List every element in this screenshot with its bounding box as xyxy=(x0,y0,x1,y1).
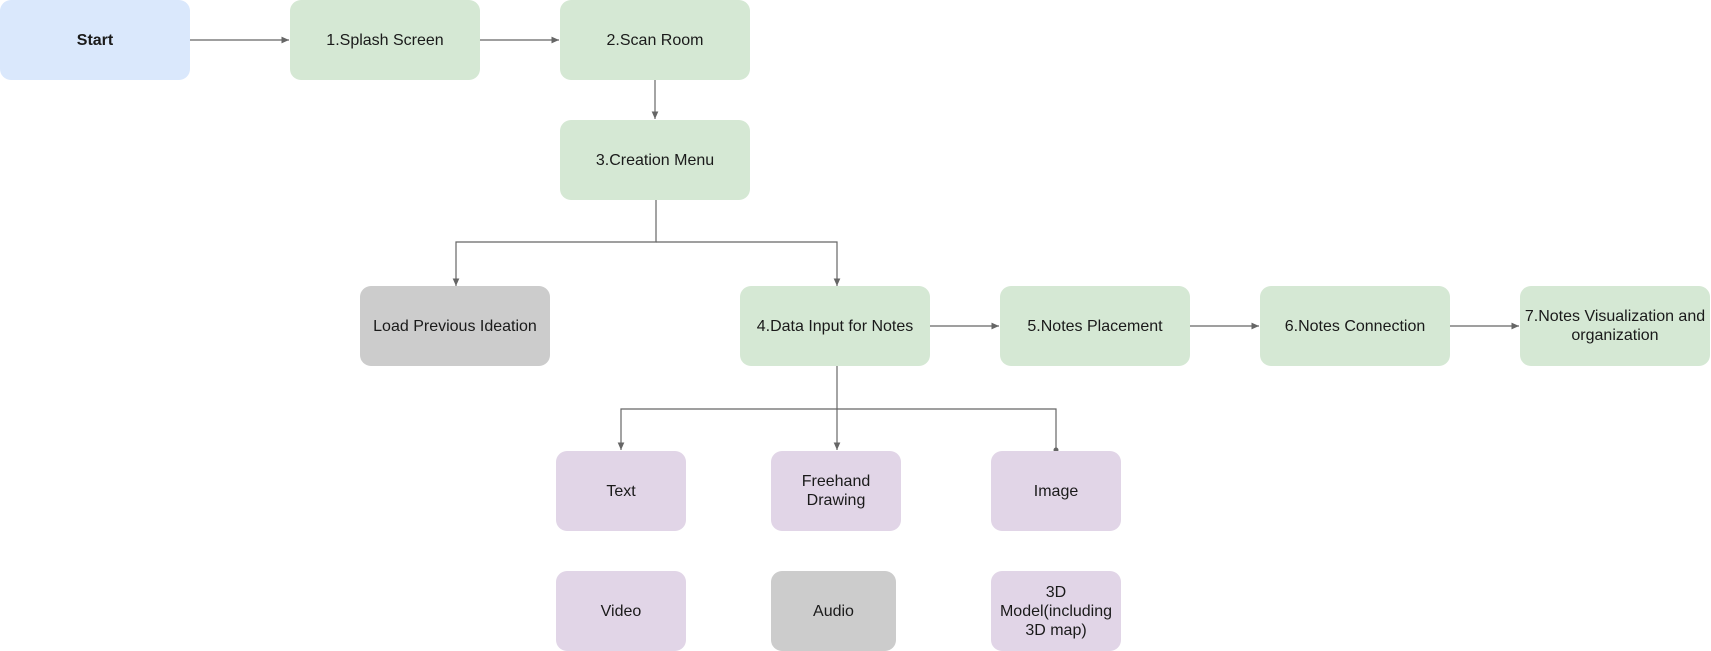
image-media-node[interactable]: Image xyxy=(991,451,1121,531)
start-node[interactable]: Start xyxy=(0,0,190,80)
connector-data-input-to-image xyxy=(837,408,1057,450)
creation-menu-node[interactable]: 3.Creation Menu xyxy=(560,120,750,200)
video-media-node[interactable]: Video xyxy=(556,571,686,651)
3d-model-media-node[interactable]: 3D Model(including 3D map) xyxy=(991,571,1121,651)
scan-room-node[interactable]: 2.Scan Room xyxy=(560,0,750,80)
text-media-node[interactable]: Text xyxy=(556,451,686,531)
data-input-node[interactable]: 4.Data Input for Notes xyxy=(740,286,930,366)
audio-media-node[interactable]: Audio xyxy=(771,571,896,651)
arrow-data-input-to-text xyxy=(617,408,837,450)
notes-connection-node[interactable]: 6.Notes Connection xyxy=(1260,286,1450,366)
notes-placement-node[interactable]: 5.Notes Placement xyxy=(1000,286,1190,366)
freehand-drawing-node[interactable]: Freehand Drawing xyxy=(771,451,901,531)
arrow-creation-to-data-input xyxy=(656,241,841,286)
notes-visualization-node[interactable]: 7.Notes Visualization and organization xyxy=(1520,286,1710,366)
arrow-creation-to-load-previous xyxy=(452,200,657,286)
load-previous-ideation-node[interactable]: Load Previous Ideation xyxy=(360,286,550,366)
splash-screen-node[interactable]: 1.Splash Screen xyxy=(290,0,480,80)
